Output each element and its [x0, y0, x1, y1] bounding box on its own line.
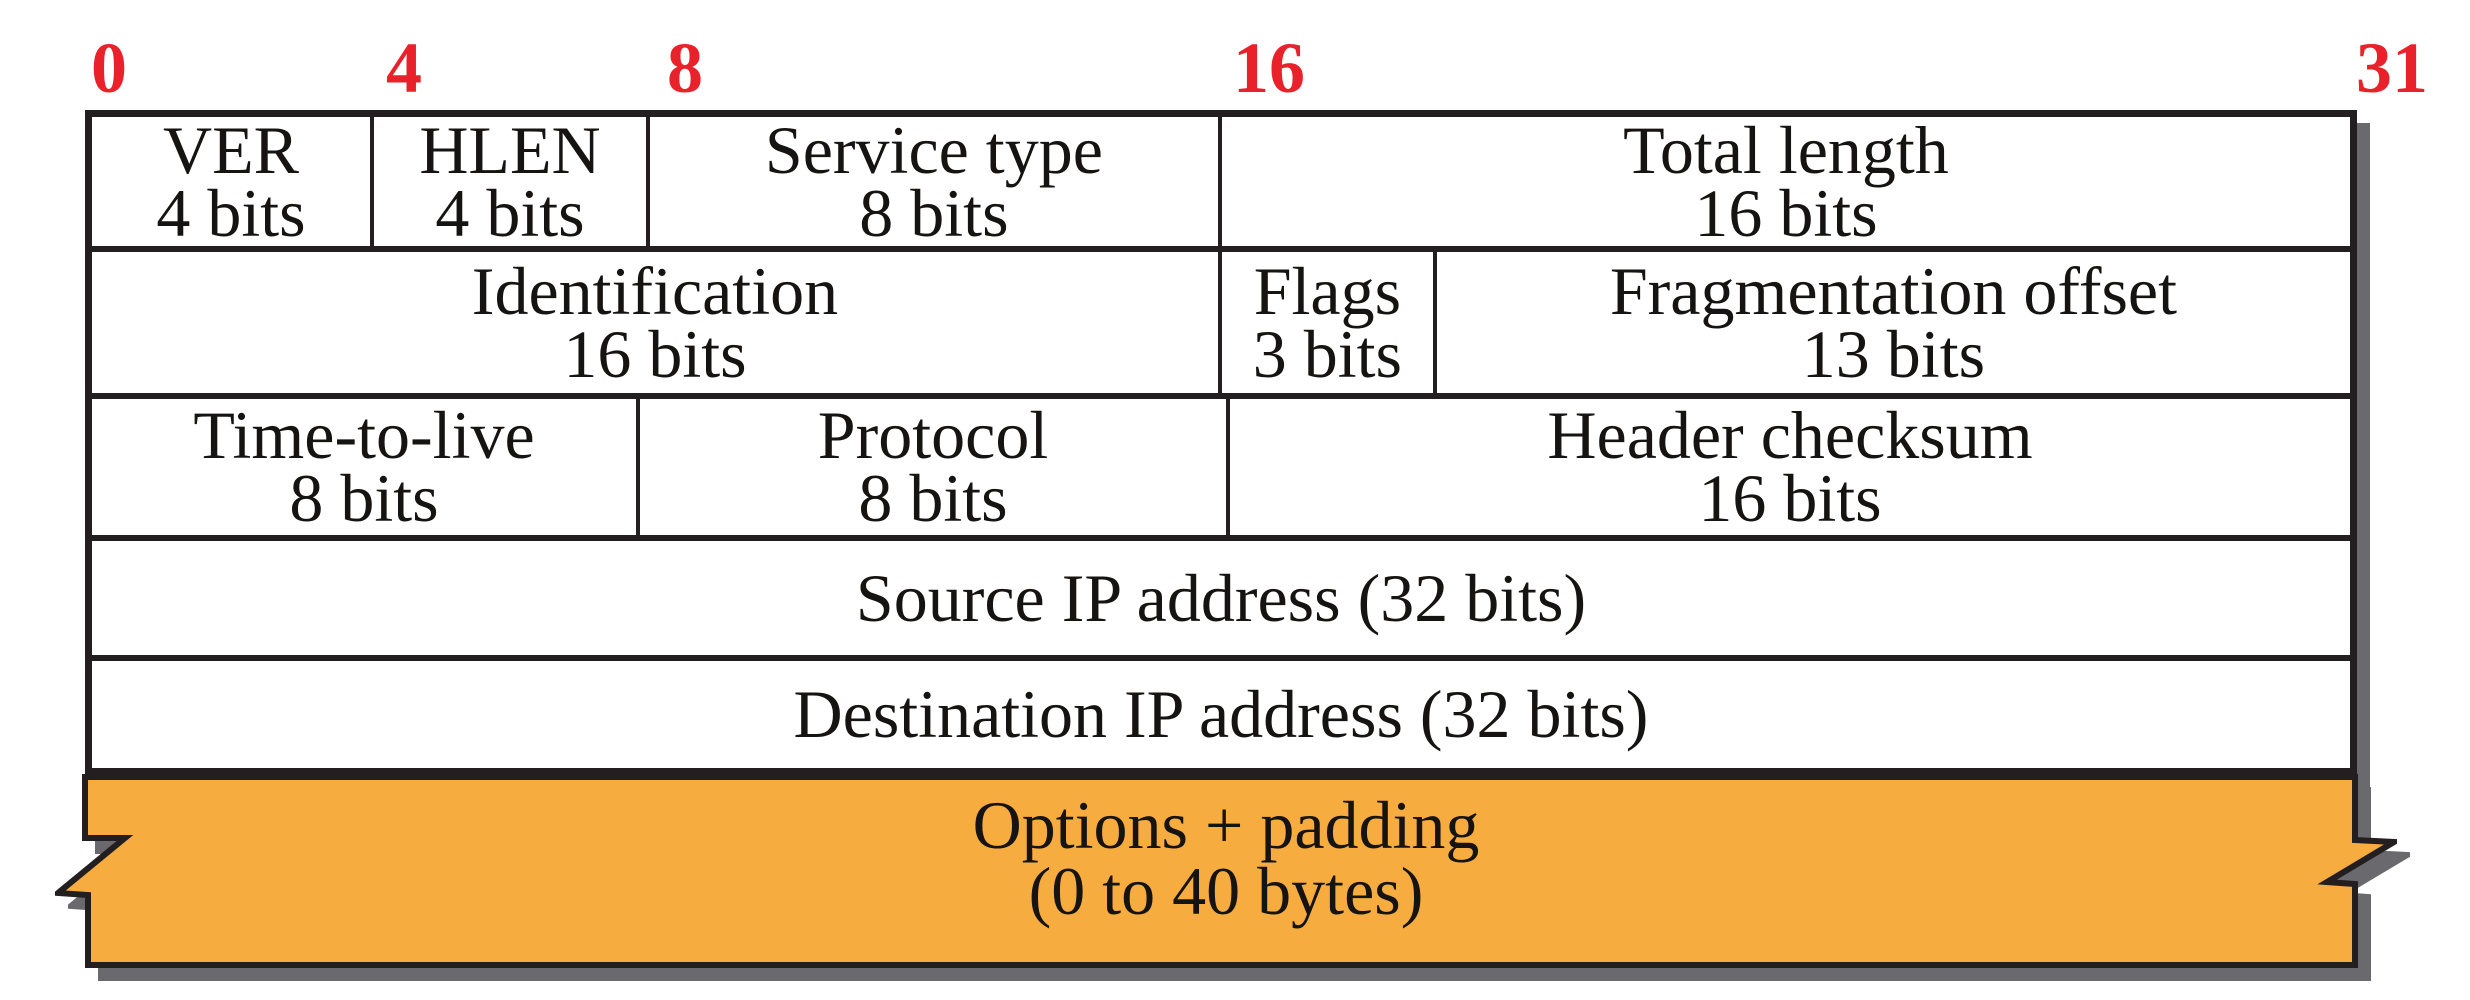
field-flags: Flags 3 bits: [1222, 252, 1437, 393]
field-size: 8 bits: [859, 174, 1009, 247]
field-label: Source IP address (32 bits): [855, 559, 1587, 636]
field-label: Destination IP address (32 bits): [793, 676, 1649, 752]
header-field-table: VER 4 bits HLEN 4 bits Service type 8 bi…: [85, 110, 2357, 775]
field-protocol: Protocol 8 bits: [640, 399, 1231, 535]
field-label: Protocol: [817, 399, 1049, 473]
field-size: 16 bits: [563, 315, 747, 392]
field-destination-ip-address: Destination IP address (32 bits): [92, 661, 2350, 768]
field-label: Total length: [1623, 117, 1949, 188]
field-size: 16 bits: [1694, 174, 1878, 247]
field-fragmentation-offset: Fragmentation offset 13 bits: [1437, 252, 2350, 393]
field-label: Identification: [471, 252, 839, 329]
bit-marker-16: 16: [1233, 28, 1305, 108]
field-size: 13 bits: [1801, 315, 1986, 392]
field-size: 4 bits: [435, 174, 585, 247]
table-row: Time-to-live 8 bits Protocol 8 bits Head…: [92, 399, 2350, 541]
bit-marker-31: 31: [2356, 28, 2428, 108]
field-size: 16 bits: [1698, 460, 1882, 535]
field-size: 8 bits: [289, 460, 439, 535]
field-label: HLEN: [419, 117, 601, 188]
field-time-to-live: Time-to-live 8 bits: [92, 399, 641, 535]
field-label: VER: [163, 117, 299, 188]
header-figure: VER 4 bits HLEN 4 bits Service type 8 bi…: [55, 110, 2397, 972]
options-line1: Options + padding: [972, 787, 1480, 863]
options-banner-text: Options + padding (0 to 40 bytes): [55, 773, 2397, 969]
table-row: VER 4 bits HLEN 4 bits Service type 8 bi…: [92, 117, 2350, 252]
bit-marker-8: 8: [667, 28, 703, 108]
field-identification: Identification 16 bits: [92, 252, 1222, 393]
torn-ribbon-shape: [55, 774, 2397, 968]
field-label: Flags: [1253, 252, 1402, 329]
field-size: 3 bits: [1252, 315, 1402, 392]
table-row: Identification 16 bits Flags 3 bits Frag…: [92, 252, 2350, 399]
field-size: 8 bits: [858, 460, 1008, 535]
field-source-ip-address: Source IP address (32 bits): [92, 541, 2350, 655]
table-row: Destination IP address (32 bits): [92, 661, 2350, 768]
field-header-checksum: Header checksum 16 bits: [1230, 399, 2350, 535]
field-hlen: HLEN 4 bits: [374, 117, 650, 246]
field-label: Time-to-live: [193, 399, 535, 473]
options-banner: Options + padding (0 to 40 bytes): [55, 773, 2397, 969]
field-total-length: Total length 16 bits: [1222, 117, 2350, 246]
field-label: Service type: [764, 117, 1103, 188]
bit-marker-4: 4: [386, 28, 422, 108]
field-version: VER 4 bits: [92, 117, 375, 247]
field-label: Header checksum: [1547, 399, 2033, 473]
table-row: Source IP address (32 bits): [92, 541, 2350, 661]
bit-marker-0: 0: [91, 28, 127, 108]
field-service-type: Service type 8 bits: [650, 117, 1222, 246]
field-label: Fragmentation offset: [1609, 252, 2178, 329]
field-size: 4 bits: [156, 174, 306, 247]
options-line2: (0 to 40 bytes): [1028, 853, 1424, 929]
